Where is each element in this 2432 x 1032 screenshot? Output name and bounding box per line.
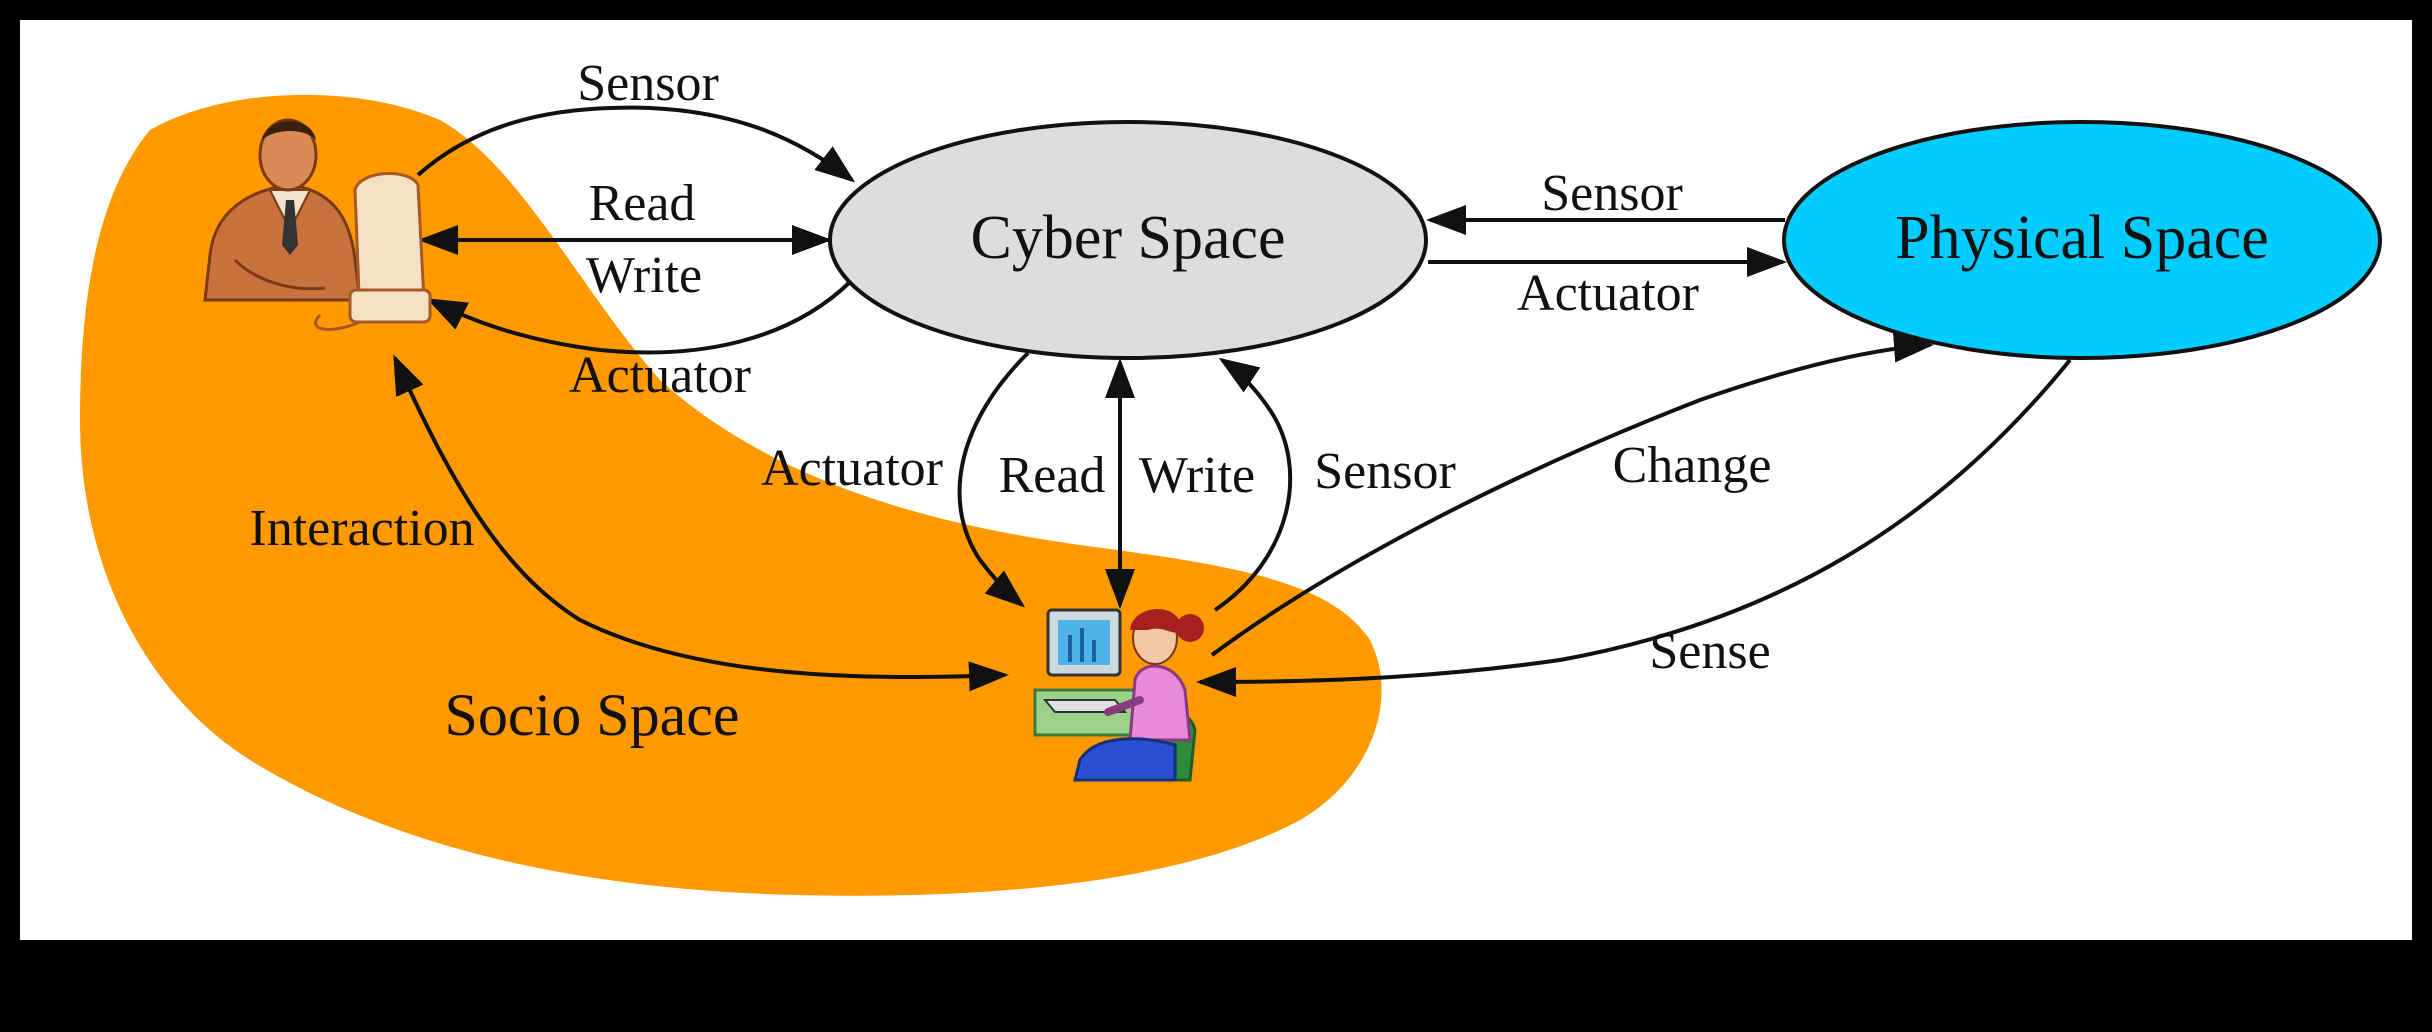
man-actuator-label: Actuator bbox=[569, 347, 751, 404]
woman-write-label: Write bbox=[1139, 447, 1255, 504]
woman-actuator-label: Actuator bbox=[761, 440, 943, 497]
businessman-at-computer-icon bbox=[203, 118, 432, 331]
woman-to-physical-change-arrow bbox=[1210, 332, 1934, 657]
man-woman-interaction-arrow bbox=[393, 354, 1009, 692]
woman-to-cyber-sensor-arrow bbox=[1213, 357, 1293, 612]
cyber-space-label: Cyber Space bbox=[970, 204, 1285, 272]
man-read-label: Read bbox=[589, 175, 696, 232]
physical-sensor-label: Sensor bbox=[1541, 165, 1683, 222]
physical-actuator-label: Actuator bbox=[1517, 265, 1699, 322]
man-to-cyber-sensor-arrow bbox=[416, 105, 856, 183]
physical-space-label: Physical Space bbox=[1895, 204, 2269, 272]
woman-at-computer-icon bbox=[1033, 608, 1204, 782]
physical-space-node bbox=[1782, 120, 2382, 360]
woman-read-label: Read bbox=[999, 447, 1106, 504]
interaction-label: Interaction bbox=[249, 500, 474, 557]
socio-space-label: Socio Space bbox=[445, 682, 740, 748]
cyber-to-man-actuator-arrow bbox=[426, 280, 852, 355]
man-write-label: Write bbox=[586, 247, 702, 304]
physical-to-woman-sense-arrow bbox=[1196, 358, 2072, 697]
sense-label: Sense bbox=[1649, 623, 1770, 680]
woman-sensor-label: Sensor bbox=[1314, 443, 1456, 500]
man-sensor-label: Sensor bbox=[577, 55, 719, 112]
change-label: Change bbox=[1613, 437, 1772, 494]
